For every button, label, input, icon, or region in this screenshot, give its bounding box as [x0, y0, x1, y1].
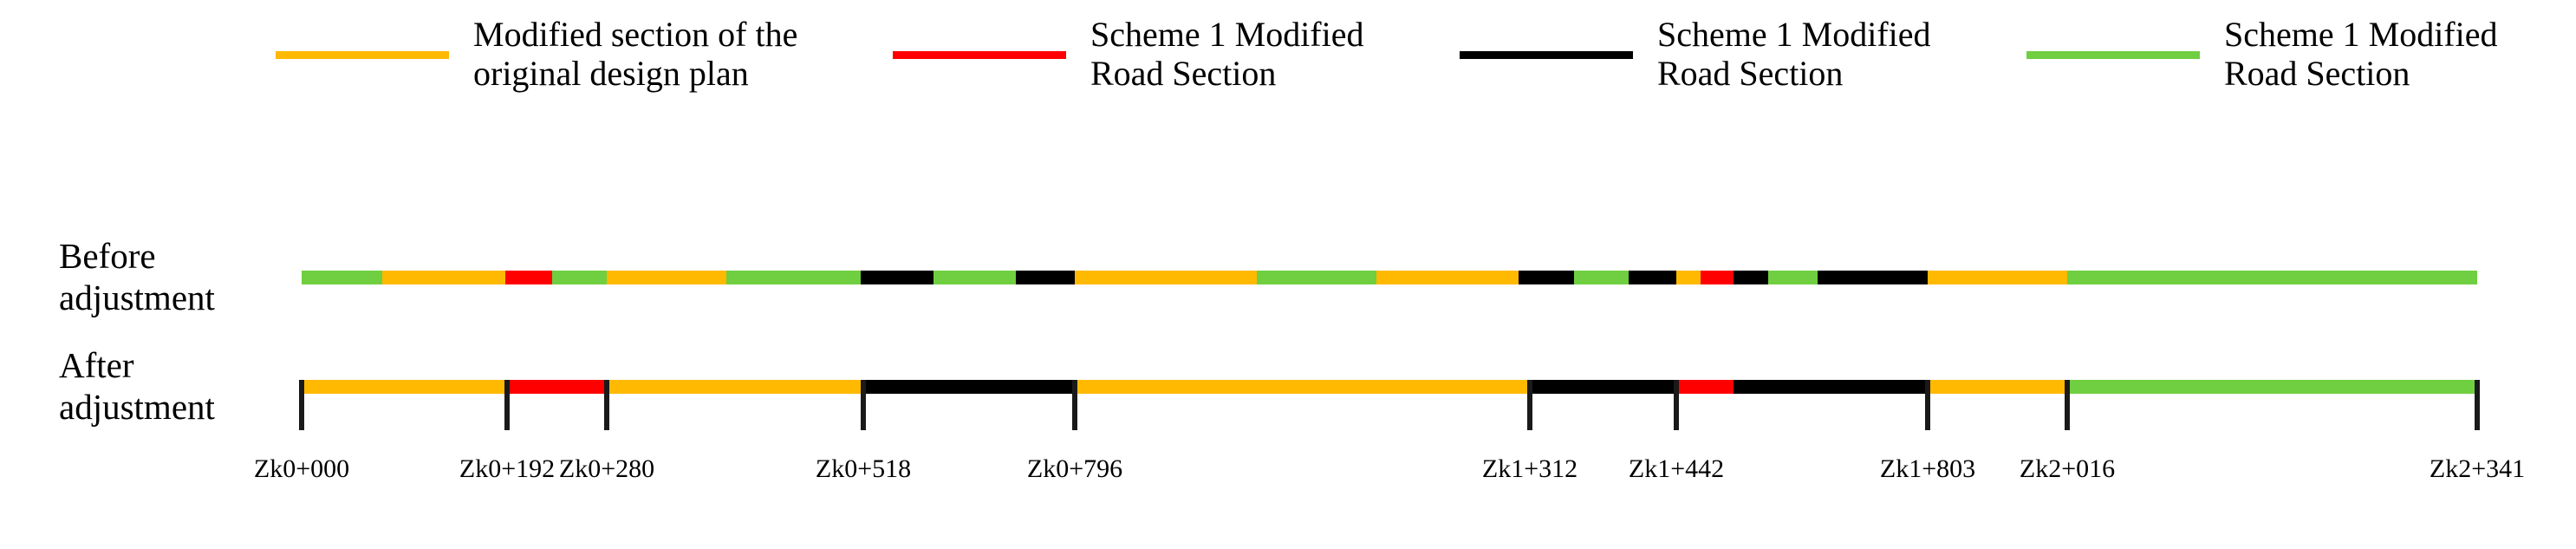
after-adjustment-segment: [863, 380, 1075, 394]
legend-swatch-orange: [276, 51, 449, 60]
before-adjustment-segment: [1768, 271, 1818, 284]
station-label: Zk1+442: [1628, 454, 1725, 483]
before-adjustment-segment: [933, 271, 1016, 284]
station-label: Zk2+341: [2429, 454, 2526, 483]
station-label: Zk0+518: [815, 454, 912, 483]
before-adjustment-segment: [1519, 271, 1574, 284]
row-label-before-adjustment: Before adjustment: [59, 236, 215, 317]
before-adjustment-segment: [861, 271, 933, 284]
station-label: Zk2+016: [2019, 454, 2116, 483]
legend-swatch-black: [1460, 51, 1633, 60]
after-adjustment-segment: [1530, 380, 1676, 394]
legend-label-scheme1-black: Scheme 1 Modified Road Section: [1657, 15, 1931, 93]
legend-label-scheme1-red: Scheme 1 Modified Road Section: [1090, 15, 1364, 93]
before-adjustment-segment: [1701, 271, 1734, 284]
legend: Modified section of the original design …: [0, 0, 2576, 100]
legend-item-original-design: Modified section of the original design …: [276, 15, 798, 94]
station-label: Zk0+280: [558, 454, 655, 483]
bar-after-adjustment: [302, 380, 2477, 394]
before-adjustment-segment: [505, 271, 552, 284]
bar-before-adjustment: [302, 271, 2477, 284]
station-label: Zk1+803: [1879, 454, 1976, 483]
before-adjustment-segment: [607, 271, 726, 284]
before-adjustment-segment: [1016, 271, 1075, 284]
after-adjustment-segment: [1734, 380, 1928, 394]
legend-swatch-red: [893, 51, 1066, 60]
station-label: Zk1+312: [1481, 454, 1578, 483]
legend-swatch-green: [2026, 51, 2200, 60]
before-adjustment-segment: [1818, 271, 1928, 284]
before-adjustment-segment: [726, 271, 861, 284]
after-adjustment-segment: [302, 380, 507, 394]
station-label: Zk0+796: [1026, 454, 1123, 483]
after-adjustment-segment: [1676, 380, 1734, 394]
legend-item-scheme1-black: Scheme 1 Modified Road Section: [1460, 15, 1931, 94]
row-label-after-adjustment: After adjustment: [59, 345, 215, 427]
after-adjustment-segment: [607, 380, 863, 394]
station-label: Zk0+000: [253, 454, 350, 483]
before-adjustment-segment: [2067, 271, 2477, 284]
legend-item-scheme1-green: Scheme 1 Modified Road Section: [2026, 15, 2498, 94]
legend-item-scheme1-red: Scheme 1 Modified Road Section: [893, 15, 1364, 94]
after-adjustment-segment: [1928, 380, 2067, 394]
before-adjustment-segment: [1629, 271, 1676, 284]
before-adjustment-segment: [1257, 271, 1376, 284]
legend-label-scheme1-green: Scheme 1 Modified Road Section: [2224, 15, 2498, 93]
station-label: Zk0+192: [459, 454, 556, 483]
after-adjustment-segment: [2067, 380, 2477, 394]
before-adjustment-segment: [1676, 271, 1701, 284]
before-adjustment-segment: [1734, 271, 1768, 284]
before-adjustment-segment: [302, 271, 382, 284]
before-adjustment-segment: [382, 271, 505, 284]
before-adjustment-segment: [1075, 271, 1257, 284]
after-adjustment-segment: [1075, 380, 1530, 394]
legend-label-original-design: Modified section of the original design …: [473, 15, 798, 93]
before-adjustment-segment: [1574, 271, 1629, 284]
after-adjustment-segment: [507, 380, 607, 394]
before-adjustment-segment: [1928, 271, 2067, 284]
before-adjustment-segment: [1376, 271, 1519, 284]
before-adjustment-segment: [552, 271, 607, 284]
